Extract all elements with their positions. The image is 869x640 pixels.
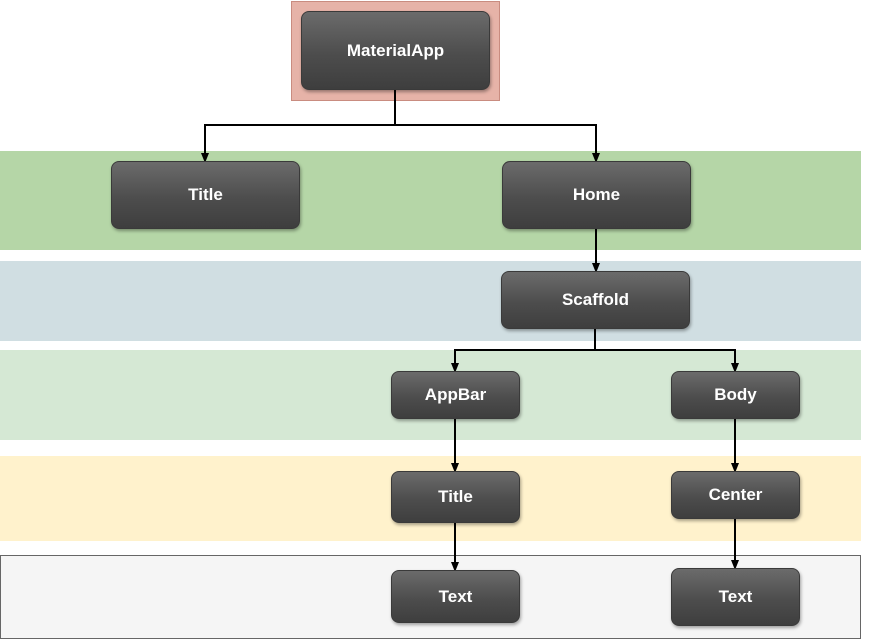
home-node: Home (502, 161, 691, 229)
appbar-text-node: Text (391, 570, 520, 623)
body-node: Body (671, 371, 800, 419)
edge-materialapp-home (395, 124, 600, 163)
center-text-node: Text (671, 568, 800, 626)
appbar-title-node: Title (391, 471, 520, 523)
level-2-band (0, 261, 861, 341)
title-node: Title (111, 161, 300, 229)
center-node: Center (671, 471, 800, 519)
materialapp-node: MaterialApp (301, 11, 490, 90)
edge-materialapp-title (201, 90, 396, 163)
edge-scaffold-appbar (451, 329, 596, 373)
scaffold-node: Scaffold (501, 271, 690, 329)
appbar-node: AppBar (391, 371, 520, 419)
edge-scaffold-body (595, 349, 739, 373)
